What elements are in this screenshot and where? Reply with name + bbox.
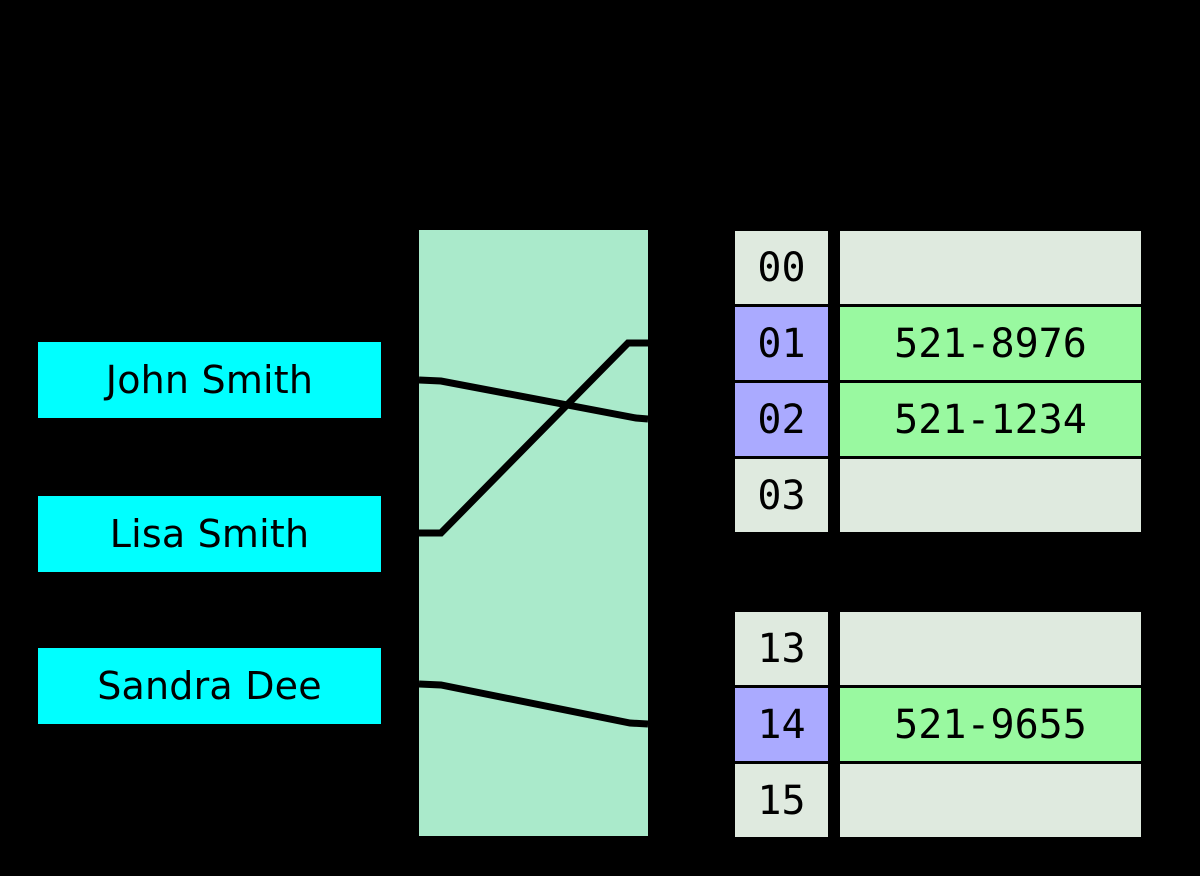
bucket-value-cell[interactable] [840, 231, 1141, 304]
table-row[interactable]: 02 521-1234 [735, 383, 1141, 456]
bucket-index-cell[interactable]: 14 [735, 688, 828, 761]
bucket-index-cell[interactable]: 15 [735, 764, 828, 837]
key-box-sandra-dee[interactable]: Sandra Dee [38, 648, 381, 724]
bucket-value-cell[interactable]: 521-1234 [840, 383, 1141, 456]
key-label: Sandra Dee [97, 664, 322, 708]
bucket-index-cell[interactable]: 03 [735, 459, 828, 532]
bucket-table-bottom: 13 14 521-9655 15 [735, 612, 1141, 837]
key-label: John Smith [105, 358, 314, 402]
bucket-value-cell[interactable] [840, 764, 1141, 837]
key-label: Lisa Smith [109, 512, 310, 556]
table-row[interactable]: 03 [735, 459, 1141, 532]
bucket-index-cell[interactable]: 01 [735, 307, 828, 380]
table-row[interactable]: 00 [735, 231, 1141, 304]
key-box-john-smith[interactable]: John Smith [38, 342, 381, 418]
table-row[interactable]: 01 521-8976 [735, 307, 1141, 380]
hash-function-box [419, 230, 648, 836]
bucket-index-cell[interactable]: 13 [735, 612, 828, 685]
bucket-index-cell[interactable]: 02 [735, 383, 828, 456]
bucket-index-cell[interactable]: 00 [735, 231, 828, 304]
bucket-value-cell[interactable] [840, 612, 1141, 685]
key-box-lisa-smith[interactable]: Lisa Smith [38, 496, 381, 572]
table-row[interactable]: 14 521-9655 [735, 688, 1141, 761]
bucket-value-cell[interactable]: 521-8976 [840, 307, 1141, 380]
bucket-table-top: 00 01 521-8976 02 521-1234 03 [735, 231, 1141, 532]
table-row[interactable]: 13 [735, 612, 1141, 685]
bucket-value-cell[interactable] [840, 459, 1141, 532]
bucket-value-cell[interactable]: 521-9655 [840, 688, 1141, 761]
table-row[interactable]: 15 [735, 764, 1141, 837]
